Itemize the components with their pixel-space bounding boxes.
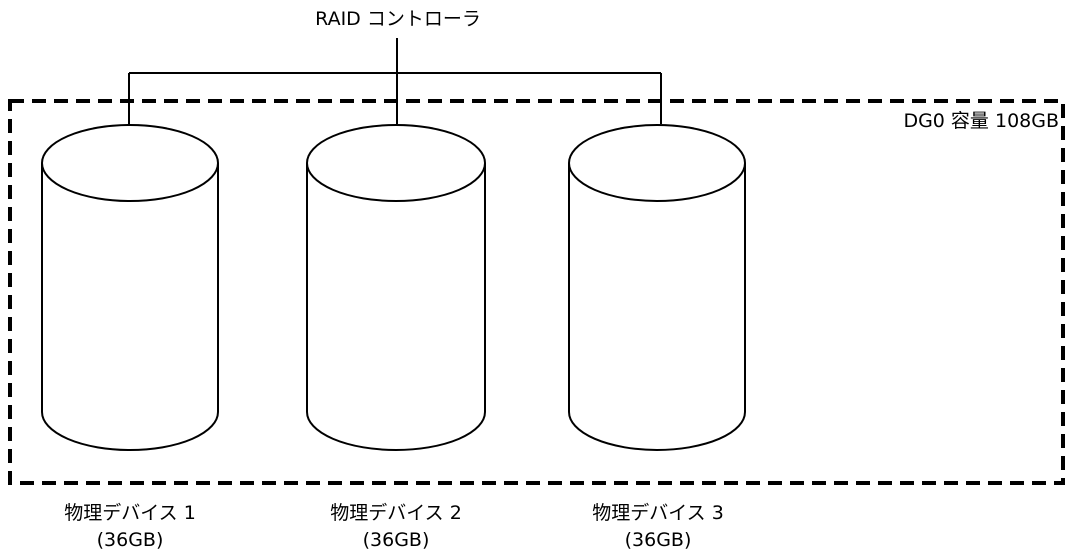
physical-device-2-cylinder — [306, 124, 486, 451]
device-3-capacity: (36GB) — [624, 529, 692, 551]
cylinder-body — [41, 163, 219, 451]
cylinder-top — [568, 124, 746, 202]
device-3-name: 物理デバイス 3 — [592, 502, 724, 524]
disk-group-boundary — [8, 99, 1065, 485]
controller-connections — [128, 38, 662, 128]
cylinder-top — [306, 124, 486, 202]
physical-device-1-cylinder — [41, 124, 219, 451]
device-2-name: 物理デバイス 2 — [330, 502, 462, 524]
cylinder-body — [306, 163, 486, 451]
device-1-capacity: (36GB) — [96, 529, 164, 551]
raid-controller-label: RAID コントローラ — [315, 8, 481, 30]
device-1-name: 物理デバイス 1 — [64, 502, 196, 524]
cylinder-body — [568, 163, 746, 451]
cylinder-top — [41, 124, 219, 202]
physical-device-3-cylinder — [568, 124, 746, 451]
device-2-capacity: (36GB) — [362, 529, 430, 551]
disk-group-label: DG0 容量 108GB — [903, 110, 1059, 132]
